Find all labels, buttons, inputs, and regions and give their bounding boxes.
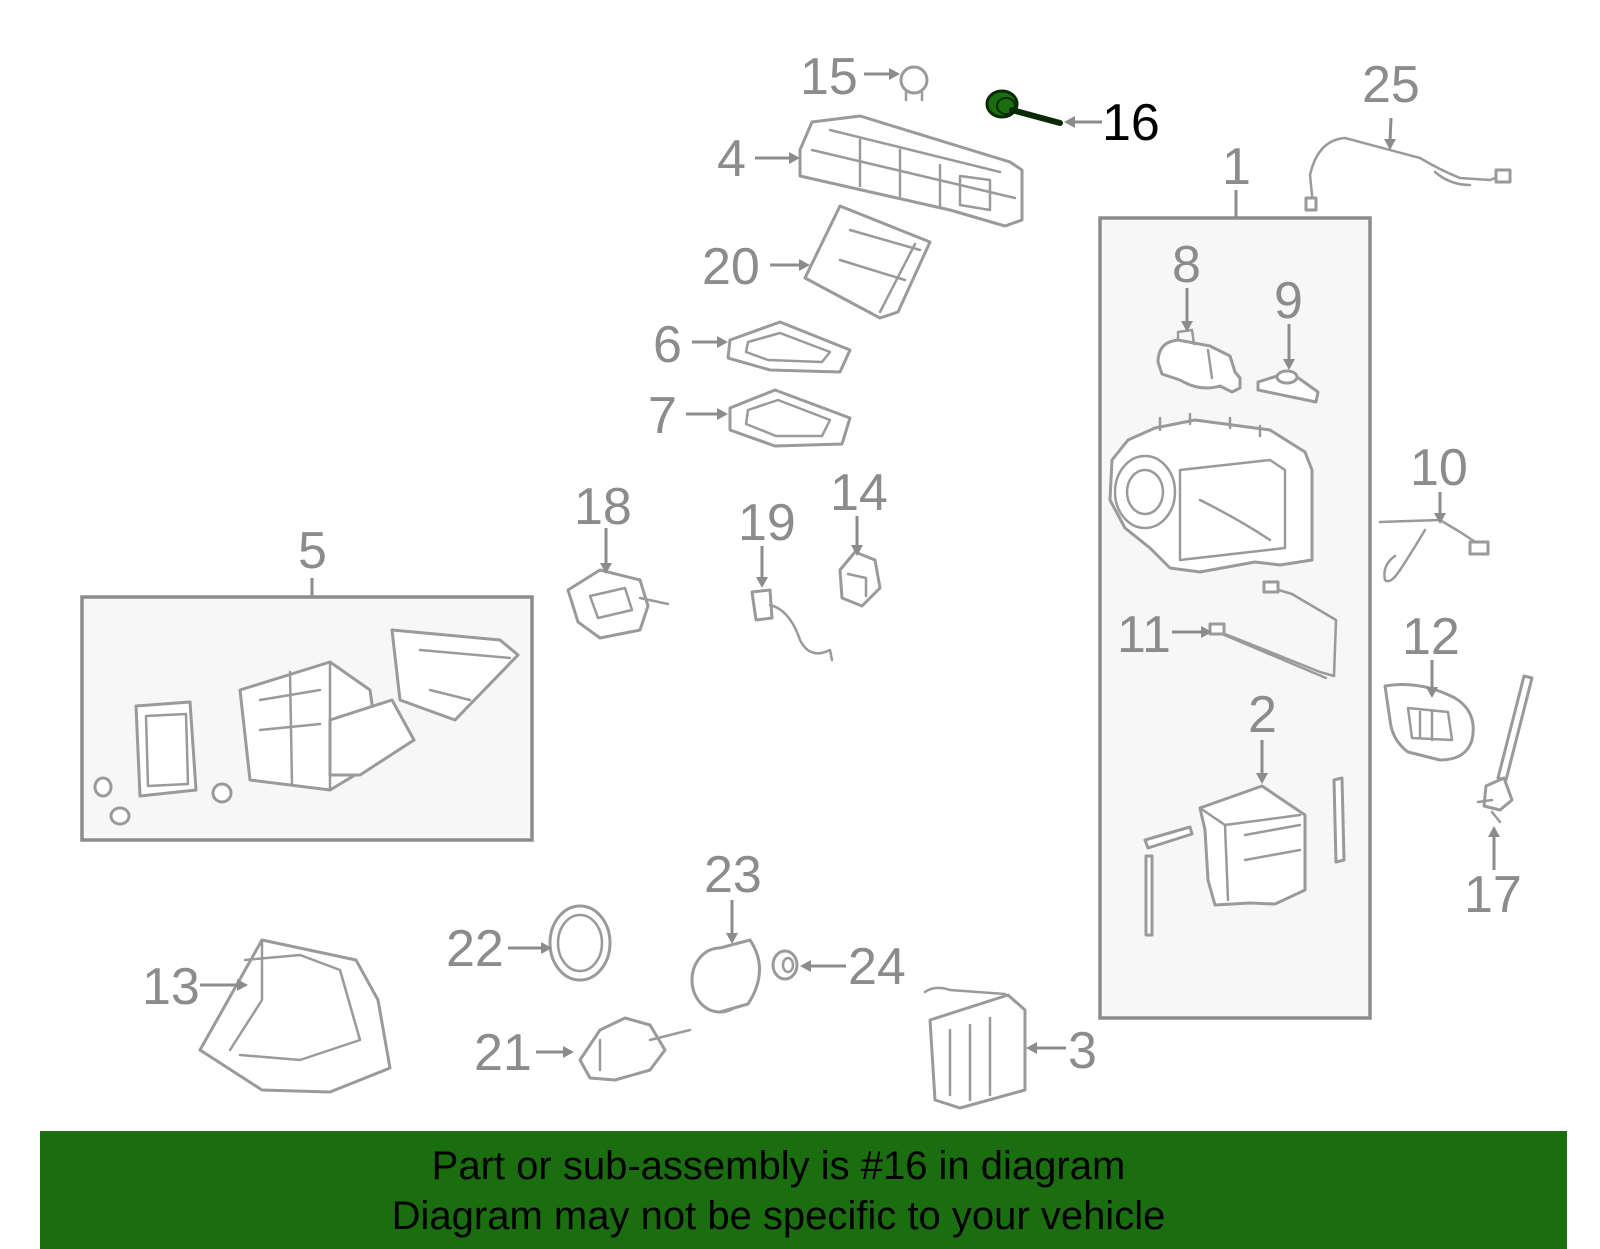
- callout-9: 9: [1274, 272, 1303, 330]
- callout-8: 8: [1172, 236, 1201, 294]
- part-12-vent[interactable]: [1383, 683, 1475, 762]
- callout-19: 19: [738, 494, 796, 552]
- banner-line-2: Diagram may not be specific to your vehi…: [391, 1194, 1166, 1238]
- part-23-wheel[interactable]: [690, 938, 761, 1014]
- part-14-clip[interactable]: [838, 550, 882, 608]
- callout-12: 12: [1402, 608, 1460, 666]
- part-21-motor[interactable]: [578, 1016, 692, 1082]
- part-6-seal[interactable]: [726, 320, 852, 374]
- part-7-seal[interactable]: [728, 388, 852, 448]
- callout-24: 24: [848, 938, 906, 996]
- callout-18: 18: [574, 478, 632, 536]
- callout-3: 3: [1068, 1022, 1097, 1080]
- callout-21: 21: [474, 1024, 532, 1082]
- part-24-grommet[interactable]: [771, 949, 799, 981]
- callout-1: 1: [1222, 138, 1251, 196]
- callout-20: 20: [702, 238, 760, 296]
- part-25-harness[interactable]: [1304, 136, 1512, 212]
- callout-5: 5: [298, 522, 327, 580]
- part-19-bracket[interactable]: [750, 588, 834, 662]
- leader-lines: [200, 68, 1500, 1058]
- part-10-harness[interactable]: [1378, 518, 1490, 583]
- part-13-duct[interactable]: [198, 938, 392, 1094]
- callout-14: 14: [830, 464, 888, 522]
- part-1-housing[interactable]: [1108, 412, 1314, 574]
- part-2-lower-case[interactable]: [1143, 776, 1346, 937]
- callout-7: 7: [648, 387, 677, 445]
- callout-22: 22: [446, 920, 504, 978]
- part-4-duct[interactable]: [798, 114, 1024, 228]
- callout-16: 16: [1102, 94, 1160, 152]
- callout-17: 17: [1464, 866, 1522, 924]
- callout-4: 4: [717, 130, 746, 188]
- part-9-sensor[interactable]: [1256, 369, 1320, 404]
- part-3-core[interactable]: [923, 986, 1027, 1110]
- callout-6: 6: [653, 316, 682, 374]
- callout-11: 11: [1117, 606, 1171, 664]
- callout-13: 13: [142, 958, 200, 1016]
- part-8-actuator[interactable]: [1156, 328, 1242, 394]
- info-banner: Part or sub-assembly is #16 in diagram D…: [40, 1131, 1567, 1249]
- callout-23: 23: [704, 846, 762, 904]
- part-17-rod[interactable]: [1476, 674, 1534, 824]
- part-18-module[interactable]: [566, 568, 670, 640]
- part-22-gasket[interactable]: [548, 904, 612, 982]
- callout-15: 15: [800, 48, 858, 106]
- part-15-cap[interactable]: [899, 65, 929, 102]
- part-11-sensor[interactable]: [1208, 580, 1338, 680]
- part-20-filter[interactable]: [803, 204, 932, 320]
- part-16-screw[interactable]: [985, 89, 1063, 126]
- callout-10: 10: [1410, 439, 1468, 497]
- part-5-assembly[interactable]: [93, 628, 520, 826]
- callout-25: 25: [1362, 56, 1420, 114]
- callout-2: 2: [1248, 686, 1277, 744]
- banner-line-1: Part or sub-assembly is #16 in diagram: [431, 1144, 1126, 1188]
